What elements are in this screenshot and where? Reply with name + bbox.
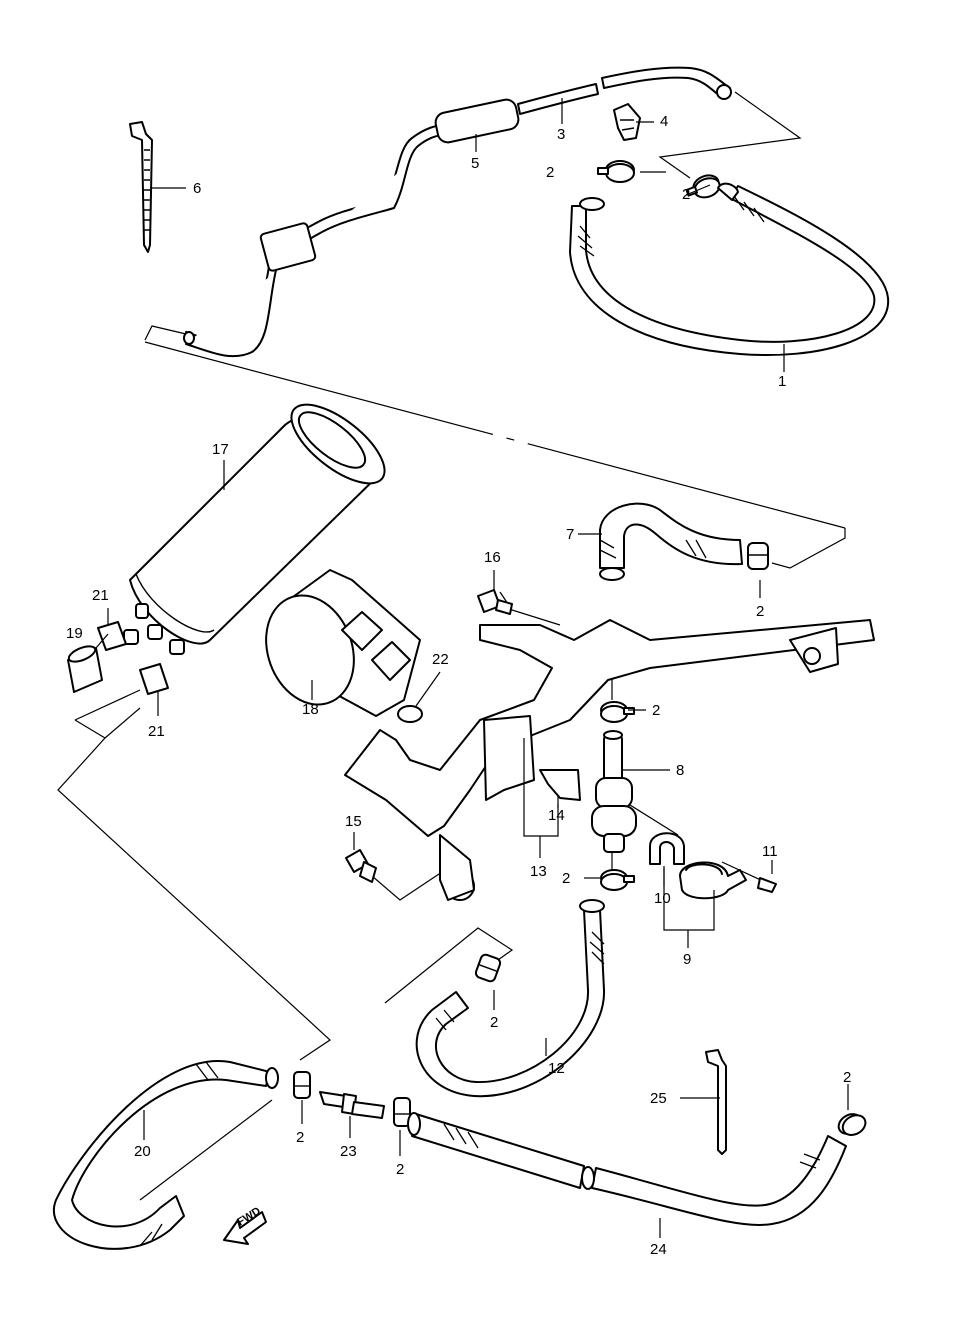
canister-17 — [123, 403, 386, 655]
label-part-25: 25 — [650, 1090, 667, 1107]
filter-8 — [591, 730, 637, 853]
hose-7 — [599, 502, 743, 581]
hose-clamp-top-left — [597, 160, 635, 183]
label-part-12: 12 — [548, 1060, 565, 1077]
label-part-2-d: 2 — [652, 702, 660, 719]
hose-clamp-20 — [293, 1071, 311, 1099]
label-part-2-f: 2 — [490, 1014, 498, 1031]
cable-tie-6 — [129, 121, 153, 253]
part-labels: 1 2 2 3 4 5 6 7 2 2 8 9 10 11 12 13 14 1… — [66, 113, 851, 1258]
holder-18 — [265, 569, 421, 717]
hose-20 — [52, 1060, 279, 1250]
clamp-21b — [139, 663, 169, 695]
clip-4 — [613, 103, 641, 141]
label-part-11: 11 — [762, 843, 778, 860]
hose-clamp-8-top — [600, 701, 635, 723]
label-part-17: 17 — [212, 441, 229, 458]
label-part-18: 18 — [302, 701, 319, 718]
hose-1 — [569, 182, 890, 357]
connector-23 — [319, 1091, 385, 1119]
hose-clamp-7 — [747, 542, 769, 570]
label-part-8: 8 — [676, 762, 684, 779]
clamp-21a — [97, 621, 127, 651]
label-part-2-c: 2 — [756, 603, 764, 620]
label-part-22: 22 — [432, 651, 449, 668]
label-part-16: 16 — [484, 549, 501, 566]
label-part-2-a: 2 — [546, 164, 554, 181]
hose-12 — [415, 899, 606, 1098]
label-part-21-a: 21 — [92, 587, 109, 604]
label-part-24: 24 — [650, 1241, 667, 1258]
bolt-15 — [345, 849, 377, 883]
label-part-23: 23 — [340, 1143, 357, 1160]
bracket-10 — [649, 832, 685, 865]
label-part-6: 6 — [193, 180, 201, 197]
bolt-16 — [477, 589, 513, 615]
hose-clamps — [293, 160, 867, 1136]
label-part-10: 10 — [654, 890, 671, 907]
clamp-22 — [397, 705, 423, 723]
label-part-5: 5 — [471, 155, 479, 172]
bracket-assembly — [344, 619, 875, 901]
label-part-2-h: 2 — [396, 1161, 404, 1178]
label-part-4: 4 — [660, 113, 668, 130]
vent-pipe — [183, 66, 732, 358]
screw-11 — [757, 877, 777, 893]
cable-tie-25 — [705, 1049, 727, 1155]
label-part-9: 9 — [683, 951, 691, 968]
label-part-14: 14 — [548, 807, 565, 824]
label-part-2-i: 2 — [843, 1069, 851, 1086]
hose-clamp-24 — [393, 1097, 411, 1127]
label-part-13: 13 — [530, 863, 547, 880]
hose-clamp-24-end — [837, 1113, 867, 1136]
label-part-2-e: 2 — [562, 870, 570, 887]
cap-19 — [67, 645, 103, 693]
forward-arrow-icon: FWD — [223, 1205, 267, 1245]
label-leaders — [95, 98, 849, 1238]
bracket-9 — [679, 861, 747, 900]
label-part-19: 19 — [66, 625, 83, 642]
label-part-3: 3 — [557, 126, 565, 143]
label-part-1: 1 — [778, 373, 786, 390]
label-part-15: 15 — [345, 813, 362, 830]
hose-clamp-8-bottom — [600, 869, 635, 891]
label-part-7: 7 — [566, 526, 574, 543]
label-part-20: 20 — [134, 1143, 151, 1160]
label-part-2-b: 2 — [682, 186, 690, 203]
hose-24 — [407, 1112, 847, 1226]
label-part-21-b: 21 — [148, 723, 165, 740]
label-part-2-g: 2 — [296, 1129, 304, 1146]
hose-clamp-12 — [474, 953, 502, 983]
